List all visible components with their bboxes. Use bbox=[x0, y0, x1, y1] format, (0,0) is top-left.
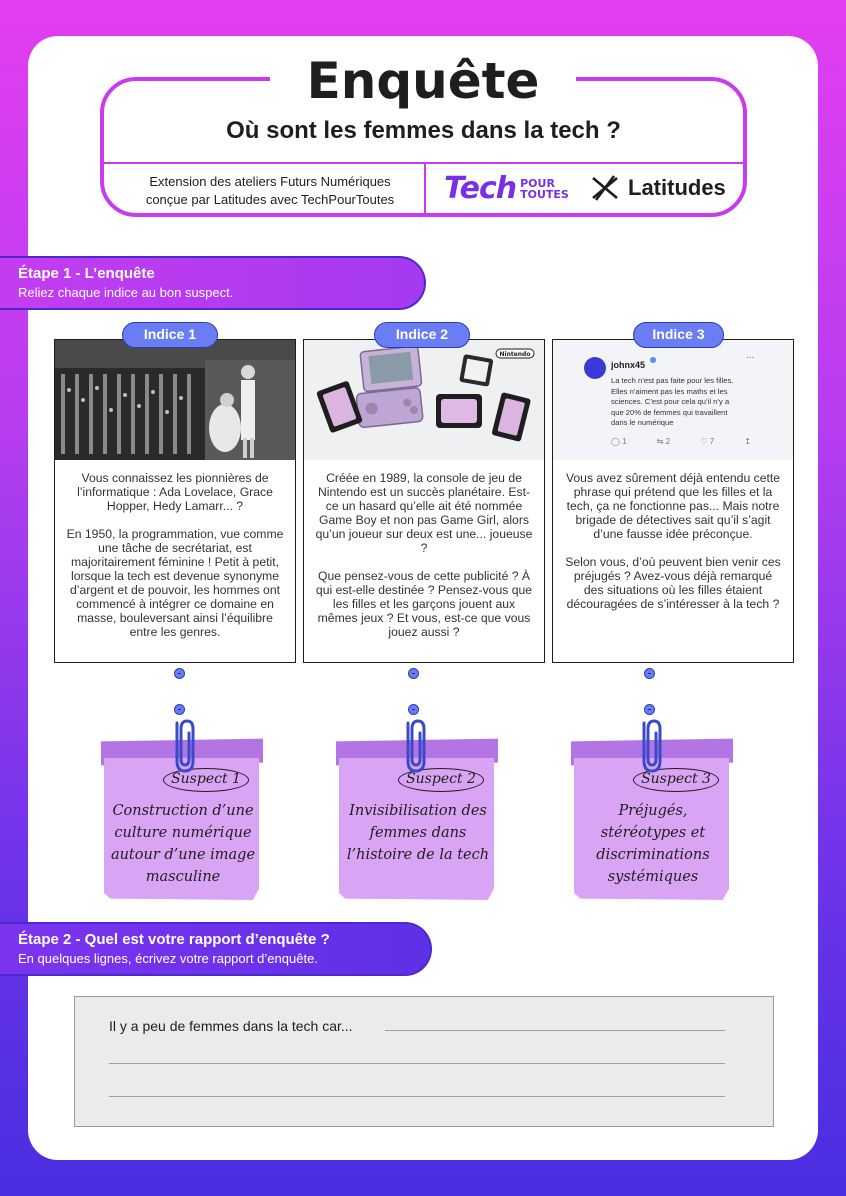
suspect-2-label: Suspect 2 bbox=[398, 768, 484, 792]
suspect-2-connector-dot[interactable] bbox=[408, 704, 419, 715]
verified-icon bbox=[650, 357, 656, 363]
paperclip-icon bbox=[642, 719, 662, 773]
clue-1-photo bbox=[55, 340, 295, 460]
clue-1-badge: Indice 1 bbox=[122, 322, 218, 348]
suspect-3-text: Préjugés, stéréotypes et discriminations… bbox=[596, 803, 710, 885]
suspect-note-1: Suspect 1 Construction d’une culture num… bbox=[101, 738, 263, 900]
tweet-username: johnx45 bbox=[611, 360, 646, 370]
writing-line[interactable] bbox=[109, 1096, 725, 1097]
report-writing-area[interactable]: Il y a peu de femmes dans la tech car... bbox=[74, 996, 774, 1127]
latitudes-mark-icon bbox=[592, 175, 618, 201]
page-subtitle: Où sont les femmes dans la tech ? bbox=[226, 117, 621, 144]
retweet-icon: ⇆ 2 bbox=[656, 437, 671, 446]
clue-3-connector-dot[interactable] bbox=[644, 668, 655, 679]
tweet-screenshot: johnx45 ... La tech n’est pas faite pour… bbox=[553, 340, 793, 460]
suspect-1-label: Suspect 1 bbox=[163, 768, 249, 792]
report-lead-text: Il y a peu de femmes dans la tech car... bbox=[109, 1018, 353, 1034]
suspect-1-text: Construction d’une culture numérique aut… bbox=[110, 803, 256, 885]
clue-card-3: johnx45 ... La tech n’est pas faite pour… bbox=[552, 339, 794, 663]
share-icon: ↥ bbox=[744, 437, 751, 446]
nintendo-logo: Nintendo bbox=[500, 351, 531, 358]
techpourtoutes-logo: Tech POUR TOUTES bbox=[444, 171, 569, 206]
clue-2-connector-dot[interactable] bbox=[408, 668, 419, 679]
latitudes-logo: Latitudes bbox=[590, 174, 726, 202]
suspect-1-connector-dot[interactable] bbox=[174, 704, 185, 715]
suspect-note-2: Suspect 2 Invisibilisation des femmes da… bbox=[336, 738, 498, 900]
step2-instruction: En quelques lignes, écrivez votre rappor… bbox=[18, 951, 318, 966]
clue-3-badge: Indice 3 bbox=[633, 322, 724, 348]
step1-instruction: Reliez chaque indice au bon suspect. bbox=[18, 285, 234, 300]
page-title: Enquête bbox=[306, 52, 540, 110]
clue-2-text: Créée en 1989, la console de jeu de Nint… bbox=[315, 471, 533, 639]
tweet-body: La tech n’est pas faite pour les filles.… bbox=[611, 376, 734, 427]
clue-card-2: Nintendo bbox=[303, 339, 545, 663]
clue-2-photo: Nintendo bbox=[304, 340, 544, 460]
writing-line[interactable] bbox=[109, 1063, 725, 1064]
suspect-2-text: Invisibilisation des femmes dans l’histo… bbox=[346, 803, 490, 863]
tweet-actions: ◯ 1 ⇆ 2 ♡ 7 ↥ bbox=[611, 437, 751, 446]
paperclip-icon bbox=[175, 719, 195, 773]
tweet-more-icon: ... bbox=[746, 350, 755, 361]
step2-banner: Étape 2 - Quel est votre rapport d’enquê… bbox=[0, 922, 432, 976]
clue-2-badge: Indice 2 bbox=[374, 322, 470, 348]
paperclip-icon bbox=[406, 719, 426, 773]
step1-heading: Étape 1 - L’enquête bbox=[18, 265, 155, 282]
step1-banner: Étape 1 - L’enquête Reliez chaque indice… bbox=[0, 256, 426, 310]
suspect-note-3: Suspect 3 Préjugés, stéréotypes et discr… bbox=[571, 738, 733, 900]
clue-3-text: Vous avez sûrement déjà entendu cette ph… bbox=[565, 471, 781, 611]
clue-card-1: Vous connaissez les pionnières de l’info… bbox=[54, 339, 296, 663]
tweet-avatar bbox=[584, 357, 606, 379]
writing-line[interactable] bbox=[385, 1030, 725, 1031]
suspect-3-label: Suspect 3 bbox=[633, 768, 719, 792]
clue-1-text: Vous connaissez les pionnières de l’info… bbox=[66, 471, 284, 639]
credits-text: Extension des ateliers Futurs Numériques… bbox=[145, 174, 395, 207]
reply-icon: ◯ 1 bbox=[611, 437, 627, 446]
clue-1-connector-dot[interactable] bbox=[174, 668, 185, 679]
step2-heading: Étape 2 - Quel est votre rapport d’enquê… bbox=[18, 931, 330, 948]
suspect-3-connector-dot[interactable] bbox=[644, 704, 655, 715]
like-icon: ♡ 7 bbox=[700, 437, 715, 446]
